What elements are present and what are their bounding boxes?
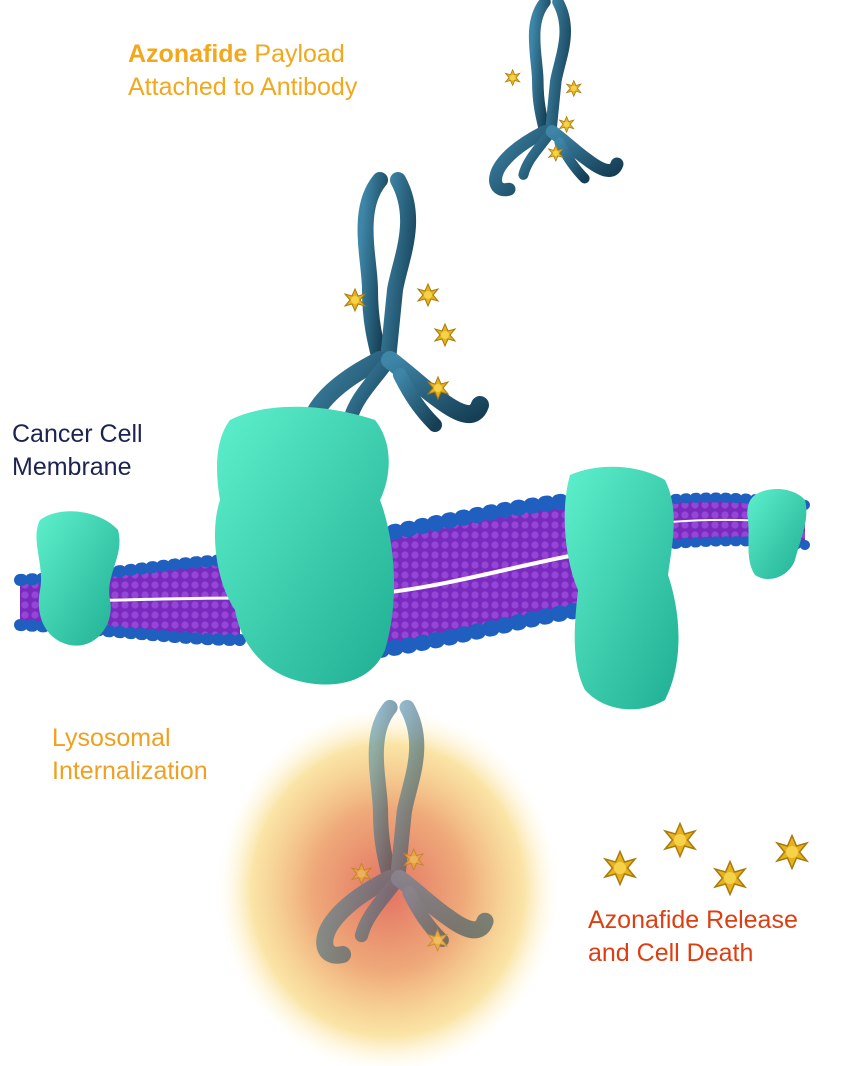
label-cancer-cell-membrane: Cancer Cell Membrane	[12, 418, 143, 484]
protein-far-right	[747, 488, 807, 580]
antibody-top	[496, 2, 617, 190]
label-lysosomal-line1: Lysosomal	[52, 724, 171, 752]
label-payload-attached: Azonafide Payload Attached to Antibody	[128, 38, 357, 104]
payload-molecule	[604, 850, 636, 886]
label-lysosomal-internalization: Lysosomal Internalization	[52, 722, 208, 788]
payload-molecule	[664, 822, 696, 858]
label-payload-highlight: Azonafide	[128, 40, 248, 68]
membrane-proteins	[36, 406, 807, 710]
payload-molecule	[776, 834, 808, 870]
antibody-binding	[311, 180, 480, 441]
cell-membrane	[14, 492, 810, 658]
protein-far-left	[36, 511, 120, 646]
label-release-cell-death: Azonafide Release and Cell Death	[588, 904, 798, 970]
label-payload-rest: Payload	[247, 40, 345, 68]
label-release-line1: Azonafide Release	[588, 906, 798, 934]
label-lysosomal-line2: Internalization	[52, 757, 208, 785]
lysosome	[218, 708, 558, 1066]
released-payload	[604, 822, 808, 896]
label-payload-line2: Attached to Antibody	[128, 73, 358, 101]
protein-large-left	[215, 406, 395, 685]
protein-right	[564, 466, 679, 710]
label-membrane-line2: Membrane	[12, 453, 132, 481]
label-membrane-line1: Cancer Cell	[12, 420, 143, 448]
payload-molecule	[714, 860, 746, 896]
label-release-line2: and Cell Death	[588, 939, 754, 967]
